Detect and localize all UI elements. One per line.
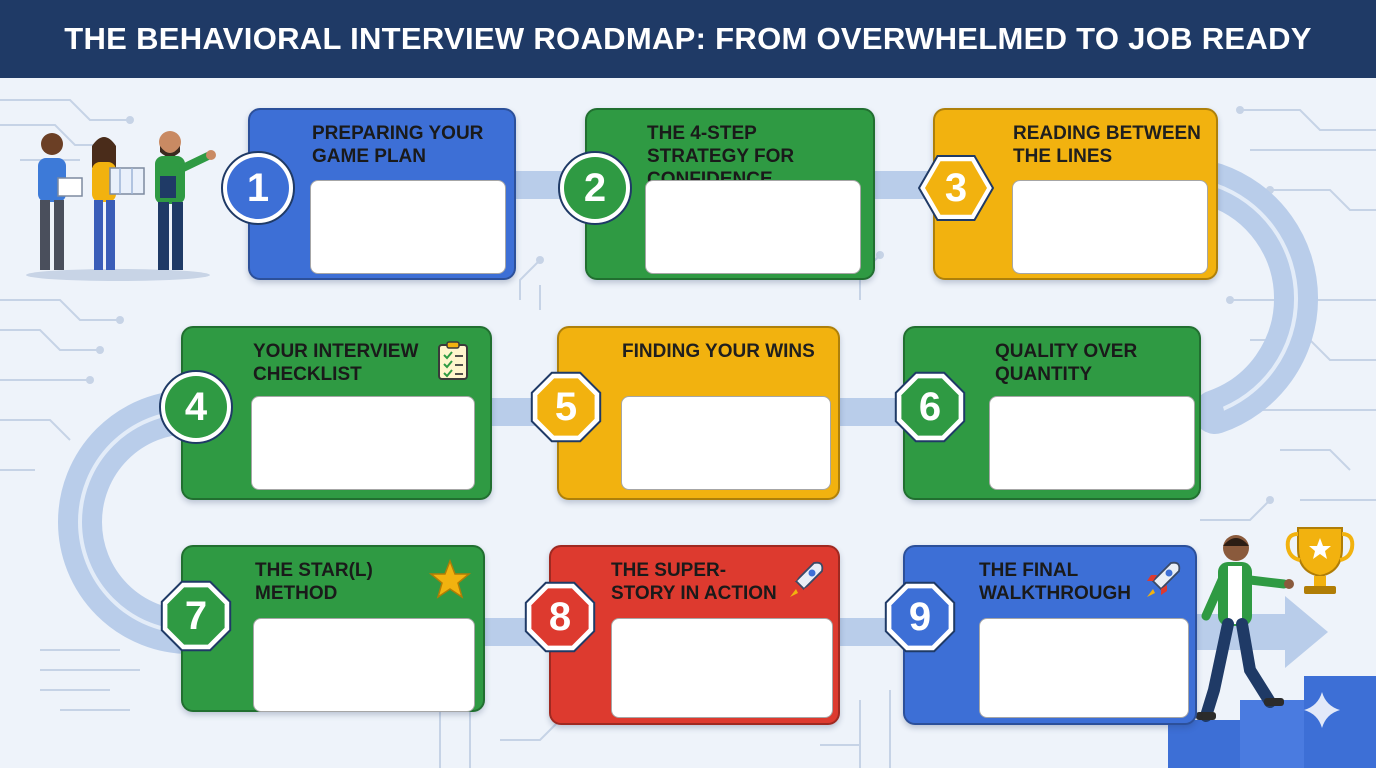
step-number-badge-6: 6 [892, 369, 968, 445]
step-content-box [989, 396, 1195, 490]
page-title: THE BEHAVIORAL INTERVIEW ROADMAP: FROM O… [64, 21, 1312, 56]
step-card-7: THE STAR(L) METHOD [181, 545, 485, 712]
step-content-box [1012, 180, 1208, 274]
header-banner: THE BEHAVIORAL INTERVIEW ROADMAP: FROM O… [0, 0, 1376, 78]
step-number-badge-4: 4 [158, 369, 234, 445]
step-number-badge-5: 5 [528, 369, 604, 445]
step-number: 8 [548, 594, 572, 639]
step-content-box [611, 618, 833, 718]
step-content-box [253, 618, 475, 712]
badge-shape [221, 151, 295, 225]
step-number: 6 [918, 384, 942, 429]
background-roadmap [0, 99, 1376, 768]
trophy-icon [1285, 527, 1355, 594]
badge-shape [884, 581, 956, 653]
step-title: YOUR INTERVIEW CHECKLIST [253, 341, 419, 385]
step-title: FINDING YOUR WINS [622, 341, 815, 362]
step-title: READING BETWEEN THE LINES [1013, 123, 1201, 167]
badge-shape [894, 371, 966, 443]
step-content-box [621, 396, 831, 490]
badge-shape [558, 151, 632, 225]
badge-shape [159, 370, 233, 444]
step-content-box [645, 180, 861, 274]
finish-steps [1168, 676, 1376, 768]
step-number: 7 [184, 593, 208, 638]
step-number-badge-2: 2 [557, 150, 633, 226]
step-number-badge-7: 7 [158, 578, 234, 654]
star-icon [429, 559, 471, 599]
step-number: 3 [944, 165, 968, 210]
step-card-2: THE 4-STEP STRATEGY FOR CONFIDENCE [585, 108, 875, 280]
step-card-8: THE SUPER-STORY IN ACTION [549, 545, 840, 725]
step-title: PREPARING YOUR GAME PLAN [312, 123, 484, 167]
step-number: 9 [908, 594, 932, 639]
road-arrow-head [1285, 596, 1328, 668]
step-title: THE STAR(L) METHOD [255, 560, 373, 604]
step-number-badge-9: 9 [882, 579, 958, 655]
step-title: THE FINAL WALKTHROUGH [979, 560, 1131, 604]
clipboard-checklist-icon [438, 341, 468, 380]
step-number: 1 [246, 165, 270, 210]
step-number: 4 [184, 384, 208, 429]
step-content-box [979, 618, 1189, 718]
step-content-box [310, 180, 506, 274]
circuit-lines [0, 99, 1376, 768]
step-card-1: PREPARING YOUR GAME PLAN [248, 108, 516, 280]
step-title: THE SUPER-STORY IN ACTION [611, 560, 777, 604]
step-number-badge-1: 1 [220, 150, 296, 226]
step-number: 5 [554, 384, 578, 429]
step-number-badge-8: 8 [522, 579, 598, 655]
step-content-box [251, 396, 475, 490]
step-number-badge-3: 3 [918, 150, 994, 226]
step-card-5: FINDING YOUR WINS [557, 326, 840, 500]
step-number: 2 [583, 165, 607, 210]
step-card-4: YOUR INTERVIEW CHECKLIST [181, 326, 492, 500]
circuit-dots [86, 106, 1274, 724]
rocket-icon [1147, 561, 1181, 597]
badge-shape [530, 371, 602, 443]
badge-shape [524, 581, 596, 653]
climbing-person-illustration [1196, 535, 1294, 722]
badge-shape [918, 155, 994, 221]
rocket-icon [790, 561, 824, 597]
step-title: QUALITY OVER QUANTITY [995, 341, 1138, 385]
team-with-map-illustration [26, 131, 216, 281]
sparkle-icon [1304, 692, 1340, 728]
badge-shape [160, 580, 232, 652]
step-card-9: THE FINAL WALKTHROUGH [903, 545, 1197, 725]
